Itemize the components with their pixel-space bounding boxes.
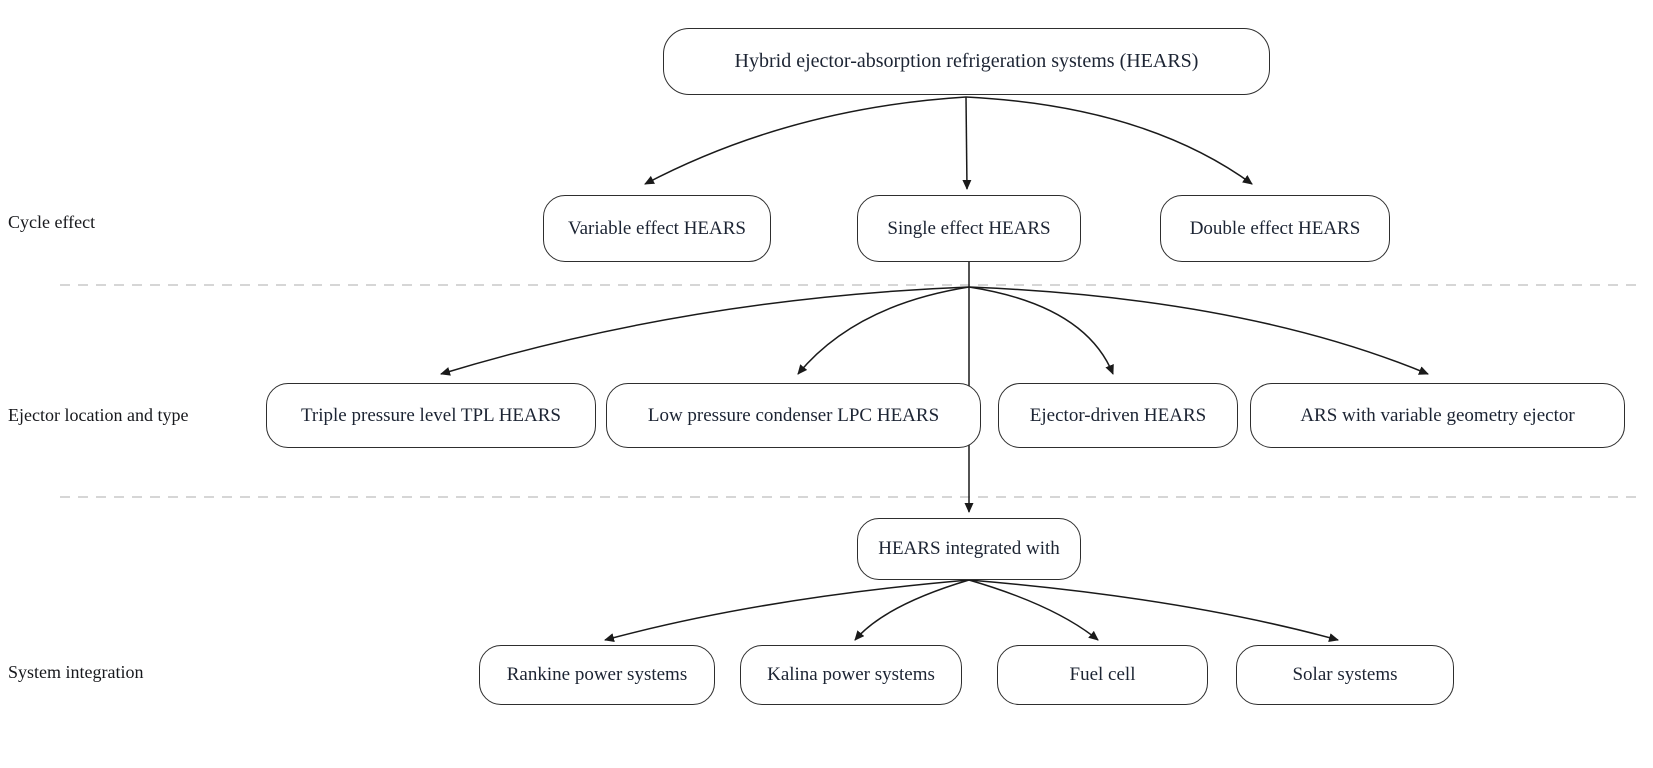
node-double-effect-hears: Double effect HEARS: [1160, 195, 1390, 262]
row-label-cycle-effect: Cycle effect: [8, 212, 96, 232]
arrow-integrated-to-fuel-cell: [968, 579, 1099, 641]
node-variable-effect-hears: Variable effect HEARS: [543, 195, 771, 262]
arrow-integrated-to-kalina: [854, 579, 970, 641]
node-rankine-power-systems: Rankine power systems: [479, 645, 715, 705]
arrow-single-to-ars: [968, 286, 1429, 375]
arrow-root-to-double-effect: [965, 96, 1253, 185]
row-label-system-integration: System integration: [8, 662, 144, 682]
node-lpc-hears: Low pressure condenser LPC HEARS: [606, 383, 981, 448]
arrow-integrated-to-rankine: [604, 579, 970, 642]
node-hears-root: Hybrid ejector-absorption refrigeration …: [663, 28, 1270, 95]
node-ars-variable-geometry: ARS with variable geometry ejector: [1250, 383, 1625, 448]
row-label-ejector-location: Ejector location and type: [8, 405, 189, 425]
node-fuel-cell: Fuel cell: [997, 645, 1208, 705]
arrow-root-to-single-effect: [962, 96, 972, 190]
arrow-root-to-variable-effect: [644, 96, 967, 185]
arrow-single-to-ejector-driven: [968, 286, 1114, 375]
arrow-integrated-to-solar: [968, 579, 1339, 642]
node-hears-integrated-with: HEARS integrated with: [857, 518, 1081, 580]
node-single-effect-hears: Single effect HEARS: [857, 195, 1081, 262]
node-tpl-hears: Triple pressure level TPL HEARS: [266, 383, 596, 448]
node-solar-systems: Solar systems: [1236, 645, 1454, 705]
arrow-single-to-lpc: [797, 286, 970, 375]
arrow-single-to-tpl: [440, 286, 970, 376]
node-kalina-power-systems: Kalina power systems: [740, 645, 962, 705]
node-ejector-driven-hears: Ejector-driven HEARS: [998, 383, 1238, 448]
